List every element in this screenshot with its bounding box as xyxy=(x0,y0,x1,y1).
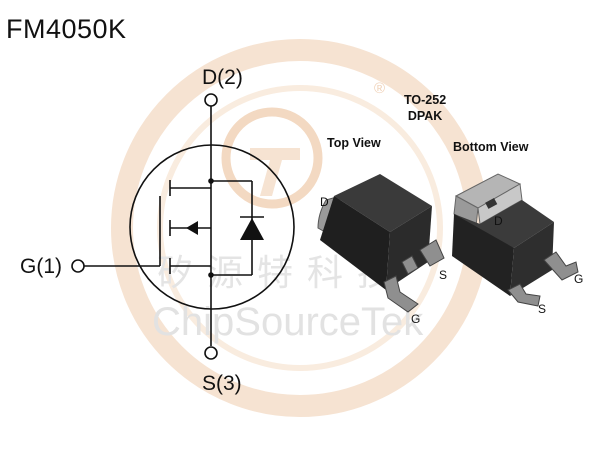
bottom-view-label: Bottom View xyxy=(453,140,529,154)
drain-label: D(2) xyxy=(202,66,243,89)
registered-mark: ® xyxy=(374,80,386,97)
top-view-pin-d: D xyxy=(320,195,329,209)
bottom-view-pin-s: S xyxy=(538,302,547,316)
gate-terminal xyxy=(71,259,85,273)
bottom-view-lead-s xyxy=(507,283,541,307)
package-name: TO-252 DPAK xyxy=(404,93,447,123)
source-label: S(3) xyxy=(202,372,242,395)
top-view-pin-s: S xyxy=(439,268,448,282)
part-number-title: FM4050K xyxy=(6,14,127,44)
bottom-view-lead-g xyxy=(543,251,579,281)
gate-label: G(1) xyxy=(20,255,62,278)
top-view-label: Top View xyxy=(327,136,381,150)
mosfet-body-circle xyxy=(129,144,295,310)
top-view-lead-g xyxy=(383,275,419,313)
source-terminal xyxy=(204,346,218,360)
top-view-pin-g: G xyxy=(411,312,421,326)
bottom-view-pin-g: G xyxy=(574,272,584,286)
top-view-lead-s xyxy=(419,239,445,267)
drain-terminal xyxy=(204,93,218,107)
bottom-view-pin-d: D xyxy=(494,214,503,228)
channel-arrow xyxy=(186,221,198,235)
body-diode xyxy=(240,218,264,240)
